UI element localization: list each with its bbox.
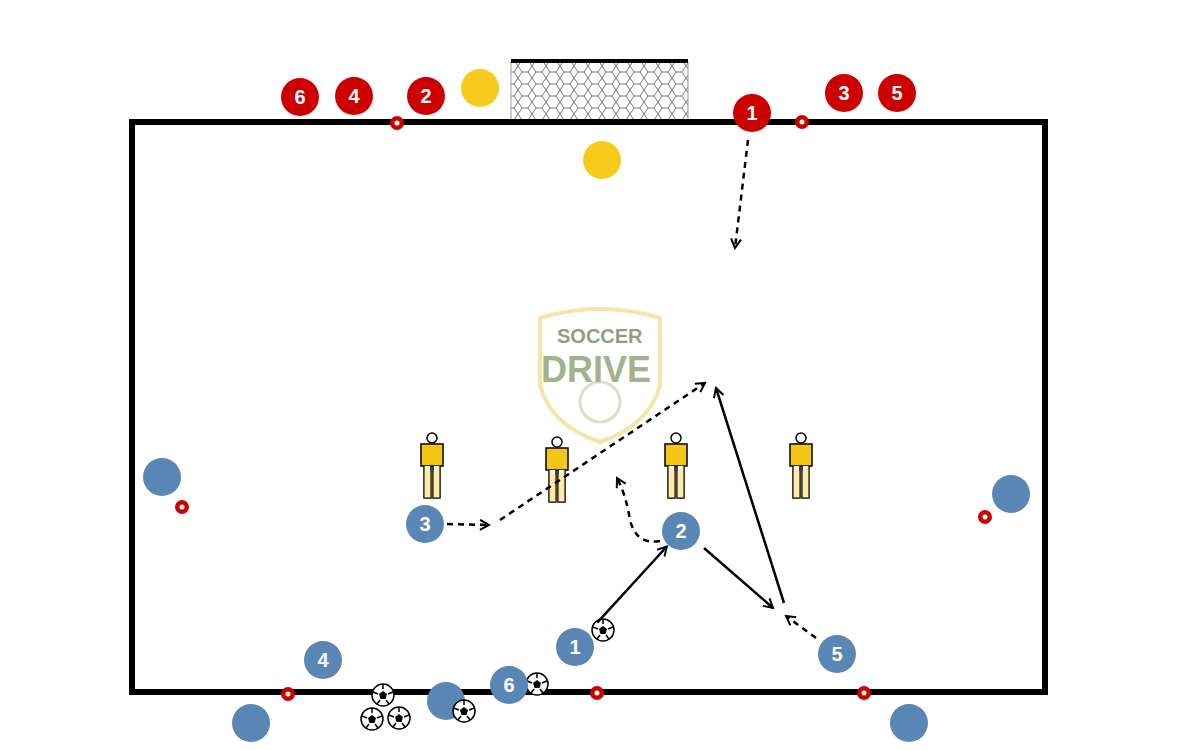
player-number: 3 bbox=[419, 514, 430, 534]
watermark-text: DRIVE bbox=[541, 352, 651, 388]
pass-arrow bbox=[597, 547, 667, 623]
player-number: 2 bbox=[420, 86, 431, 106]
player-number: 1 bbox=[746, 103, 757, 123]
defender-marker: 3 bbox=[825, 74, 863, 112]
player-number: 5 bbox=[831, 644, 842, 664]
player-number: 6 bbox=[503, 675, 514, 695]
player-number: 3 bbox=[838, 83, 849, 103]
player-number: 4 bbox=[317, 650, 328, 670]
attacker-marker: 3 bbox=[406, 505, 444, 543]
watermark-text: SOCCER bbox=[557, 326, 643, 346]
player-number: 1 bbox=[569, 637, 580, 657]
attacker-marker: 1 bbox=[556, 628, 594, 666]
attacker-marker: 2 bbox=[662, 512, 700, 550]
player-number: 4 bbox=[348, 86, 359, 106]
defender-marker: 2 bbox=[407, 77, 445, 115]
player-number: 6 bbox=[294, 87, 305, 107]
attacker-marker: 6 bbox=[490, 666, 528, 704]
defender-marker: 6 bbox=[281, 78, 319, 116]
attacker-marker: 4 bbox=[304, 641, 342, 679]
defender-marker: 4 bbox=[335, 77, 373, 115]
defender-marker: 1 bbox=[733, 94, 771, 132]
player-number: 5 bbox=[891, 83, 902, 103]
attacker-marker: 5 bbox=[818, 635, 856, 673]
player-number: 2 bbox=[675, 521, 686, 541]
defender-marker: 5 bbox=[878, 74, 916, 112]
